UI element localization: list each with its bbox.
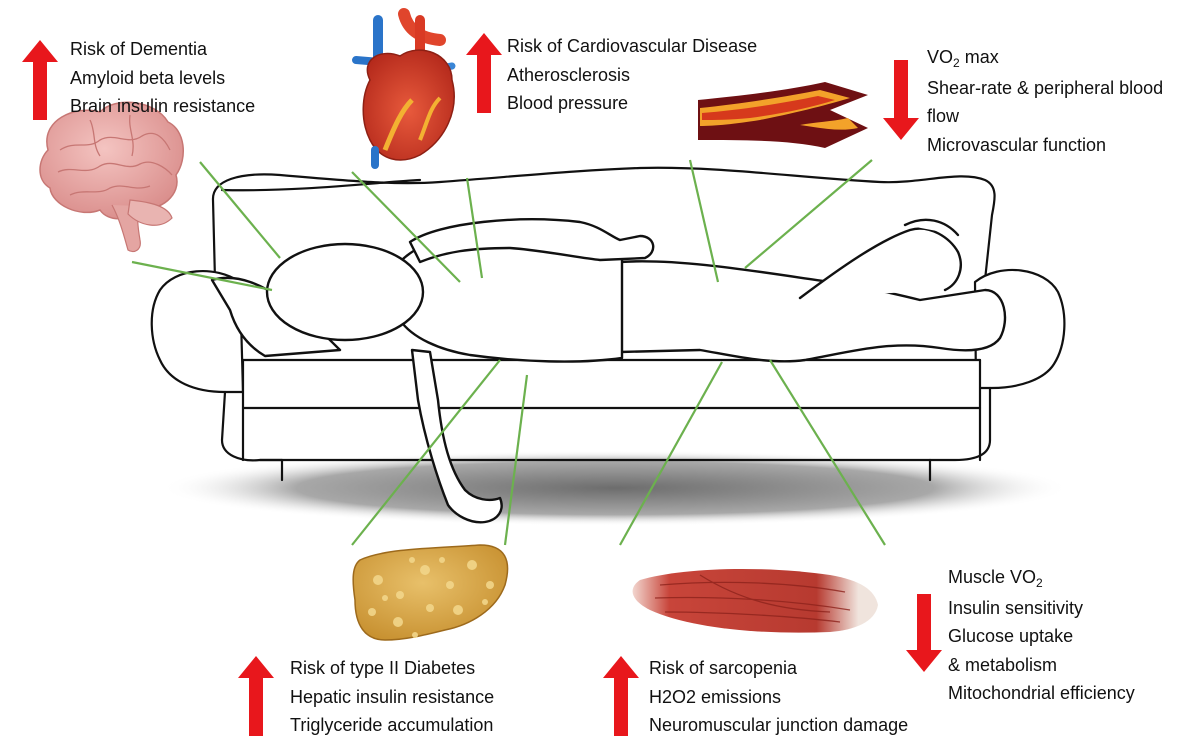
fatty-liver-icon (352, 544, 509, 641)
connector-muscle-2 (769, 359, 886, 546)
vascular-effect-line: flow (927, 106, 960, 126)
vascular-effect-line: Microvascular function (927, 134, 1107, 155)
connector-liver-1 (351, 359, 501, 546)
sarcopenia-effects-label: Risk of sarcopenia H2O2 emissions Neurom… (649, 654, 908, 740)
liver-effect-line: Triglyceride accumulation (290, 715, 494, 735)
muscle-fiber-icon (632, 568, 878, 633)
heart-effect-line: Atherosclerosis (507, 64, 631, 85)
arrow-up-heart (466, 33, 502, 113)
brain-effect-line: Brain insulin resistance (70, 96, 256, 116)
arrow-up-brain (22, 40, 58, 120)
arrow-up-sarcopenia (603, 656, 639, 736)
person-lying-on-sofa-icon (210, 218, 1007, 524)
connector-lines (131, 159, 886, 546)
heart-effect-line: Blood pressure (507, 93, 629, 113)
heart-icon (352, 8, 456, 169)
liver-effect-line: Hepatic insulin resistance (290, 686, 495, 707)
muscle-effect-line: Glucose uptake (948, 626, 1074, 646)
muscle-effects-label: Muscle VO2 Insulin sensitivity Glucose u… (948, 563, 1135, 708)
liver-effect-line: Risk of type II Diabetes (290, 658, 476, 678)
floor-shadow (160, 450, 1070, 526)
vascular-effects-label: VO2 max Shear-rate & peripheral blood fl… (927, 43, 1163, 159)
muscle-effect-line: Mitochondrial efficiency (948, 683, 1135, 703)
sarcopenia-effect-line: H2O2 emissions (649, 686, 782, 707)
liver-effects-label: Risk of type II Diabetes Hepatic insulin… (290, 654, 494, 740)
sarcopenia-effect-line: Risk of sarcopenia (649, 658, 798, 678)
connector-heart-1 (351, 171, 461, 283)
heart-effects-label: Risk of Cardiovascular Disease Atheroscl… (507, 32, 757, 118)
connector-vascular-1 (688, 159, 720, 283)
sarcopenia-effect-line: Neuromuscular junction damage (649, 715, 909, 735)
vascular-effect-line: Shear-rate & peripheral blood (927, 77, 1164, 98)
brain-effects-label: Risk of Dementia Amyloid beta levels Bra… (70, 35, 255, 121)
connector-liver-2 (503, 374, 529, 546)
brain-icon (39, 101, 184, 253)
brain-effect-line: Risk of Dementia (70, 39, 208, 59)
artery-plaque-icon (698, 82, 868, 148)
connector-vascular-2 (744, 159, 873, 269)
arrow-down-vascular (883, 60, 919, 140)
arrow-up-liver (238, 656, 274, 736)
muscle-effect-line: & metabolism (948, 654, 1058, 675)
brain-effect-line: Amyloid beta levels (70, 67, 226, 88)
vo2-subscript: 2 (953, 56, 960, 70)
heart-effect-line: Risk of Cardiovascular Disease (507, 36, 758, 56)
arrow-down-muscle (906, 594, 942, 672)
connector-brain-1 (199, 161, 281, 259)
vo2-max-line: VO2 max (927, 43, 1163, 74)
connector-muscle-1 (619, 361, 723, 546)
muscle-vo2-line: Muscle VO2 (948, 563, 1135, 594)
vo2-max-text: max (959, 47, 999, 67)
connector-heart-2 (465, 177, 484, 279)
vo2-text: VO (927, 47, 954, 67)
muscle-vo2-subscript: 2 (1036, 576, 1043, 590)
muscle-vo2-text: Muscle VO (948, 567, 1037, 587)
muscle-effect-line: Insulin sensitivity (948, 597, 1084, 618)
connector-brain-2 (131, 260, 273, 292)
